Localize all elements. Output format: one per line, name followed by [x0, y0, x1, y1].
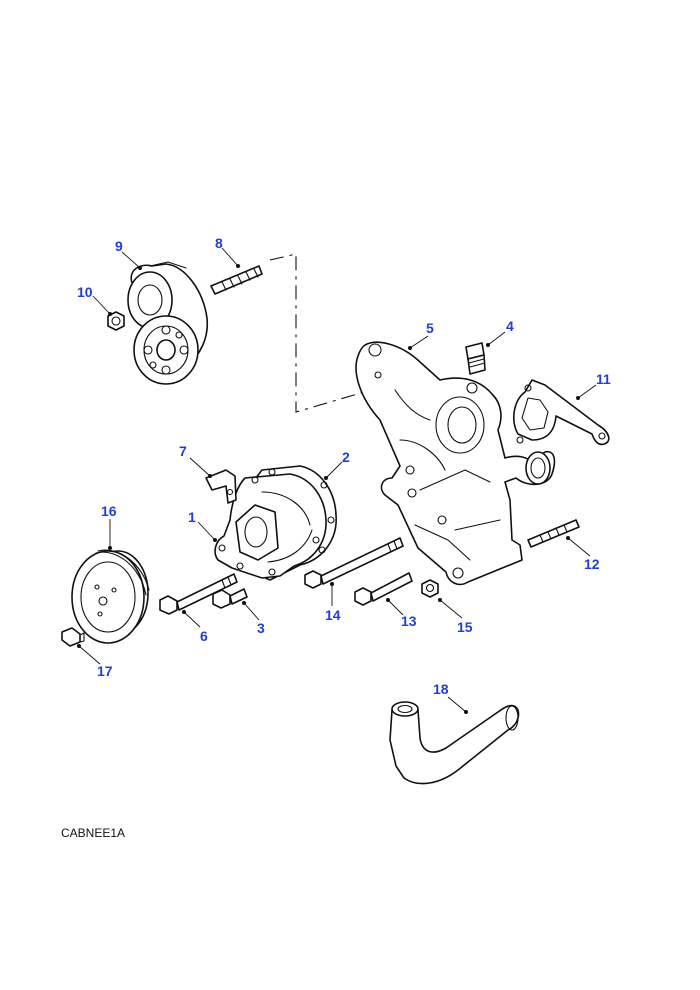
- part-4-plug: [465, 342, 486, 375]
- callout-15: 15: [457, 619, 473, 635]
- callout-13: 13: [401, 613, 417, 629]
- callout-18: 18: [433, 681, 449, 697]
- part-5-housing: [355, 341, 556, 586]
- part-14-bolt: [304, 537, 404, 589]
- callout-2: 2: [342, 449, 350, 465]
- part-15-nut: [421, 579, 439, 598]
- callout-10: 10: [77, 284, 93, 300]
- part-13-bolt: [354, 572, 413, 606]
- part-9-tensioner-pulley: [127, 261, 209, 385]
- callout-1: 1: [188, 509, 196, 525]
- callout-8: 8: [215, 235, 223, 251]
- part-16-pulley: [71, 549, 150, 644]
- part-8-stud: [210, 265, 263, 295]
- callout-5: 5: [426, 320, 434, 336]
- reference-code: CABNEE1A: [61, 826, 126, 840]
- callout-9: 9: [115, 238, 123, 254]
- callout-11: 11: [596, 371, 611, 387]
- callout-labels: 1 2 3 4 5 6 7 8 9 10 11 12 13 14 15 16 1…: [77, 235, 611, 697]
- phantom-line: [269, 253, 379, 413]
- callout-6: 6: [200, 628, 208, 644]
- callout-12: 12: [584, 556, 600, 572]
- callout-7: 7: [179, 443, 187, 459]
- part-6-bolt: [159, 573, 238, 615]
- part-17-bolt: [61, 627, 85, 647]
- part-11-gasket: [513, 379, 610, 446]
- part-1-water-pump: [214, 473, 327, 579]
- part-10-nut: [107, 311, 125, 331]
- leader-lines: [77, 247, 597, 714]
- callout-17: 17: [97, 663, 113, 679]
- part-7-bracket: [205, 469, 237, 504]
- part-3-bolt: [212, 588, 248, 609]
- callout-3: 3: [257, 620, 265, 636]
- callout-16: 16: [101, 503, 117, 519]
- callout-14: 14: [325, 607, 341, 623]
- part-12-stud: [527, 519, 580, 548]
- part-18-hose: [389, 701, 520, 785]
- callout-4: 4: [506, 318, 514, 334]
